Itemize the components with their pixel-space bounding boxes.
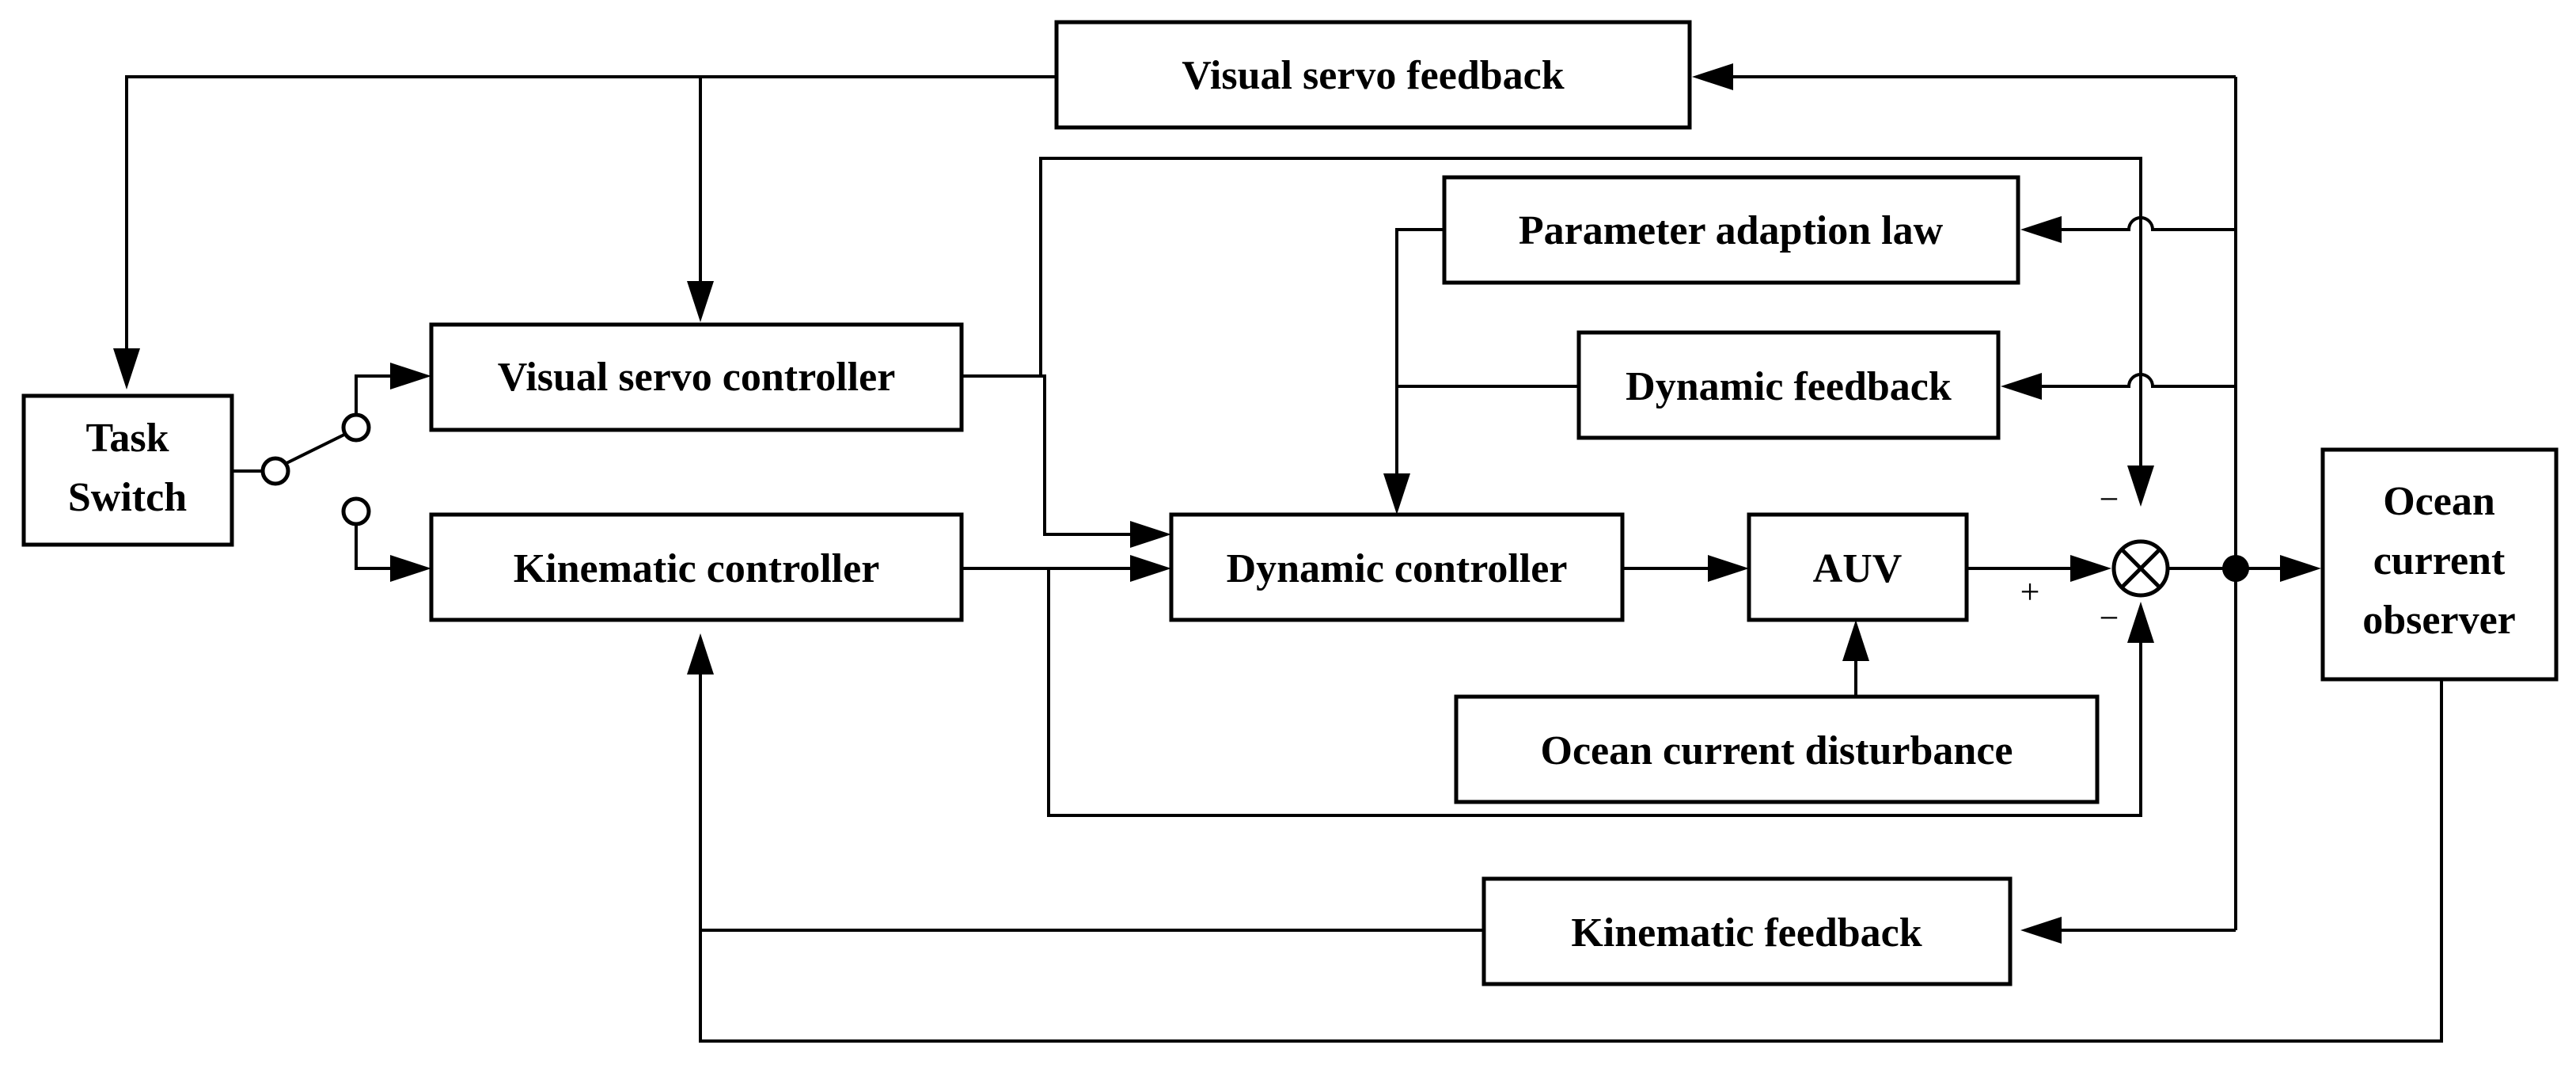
block-label: Ocean current disturbance — [1541, 728, 2013, 773]
wire-kin-ctrl-to-sum-bottom — [1047, 568, 2142, 817]
arrow-into-task-switch — [113, 348, 140, 390]
sum-sign-left: + — [2020, 572, 2040, 611]
sum-sign-top: − — [2100, 480, 2119, 519]
block-kinematic-controller: Kinematic controller — [429, 512, 964, 622]
block-label: Dynamic controller — [1227, 546, 1568, 591]
wire-bus-to-dyn-feedback — [2042, 373, 2236, 388]
switch-blade — [284, 432, 347, 466]
block-label-line2: current — [2373, 538, 2506, 583]
junctions — [260, 412, 2249, 582]
arrow-into-dyn-ctrl-lower — [1130, 555, 1171, 582]
arrow-into-param-law — [2020, 216, 2062, 243]
block-label: Kinematic feedback — [1571, 910, 1922, 956]
switch-pivot-contact — [260, 456, 290, 486]
switch-contact-lower — [341, 496, 371, 526]
arrow-into-sum-left — [2070, 555, 2111, 582]
wire-vsf-to-task-switch — [125, 75, 1057, 348]
block-label-line1: Task — [85, 416, 169, 461]
block-label: Visual servo controller — [498, 355, 896, 400]
wire-param-law-to-dyn-controller — [1395, 228, 1444, 507]
block-ocean-current-observer: Ocean current observer — [2320, 447, 2559, 682]
block-visual-servo-controller: Visual servo controller — [429, 322, 964, 432]
arrow-into-kin-ctrl-bottom — [687, 633, 714, 674]
wire-bus-to-param-law — [2058, 216, 2236, 231]
block-ocean-current-disturbance: Ocean current disturbance — [1454, 694, 2100, 804]
block-label: AUV — [1813, 546, 1903, 591]
switch-contact-upper — [341, 412, 371, 443]
block-auv: AUV — [1747, 512, 1969, 622]
block-label-line1: Ocean — [2383, 479, 2495, 524]
block-label-line2: Switch — [68, 475, 187, 520]
summing-junction — [2111, 539, 2170, 598]
arrow-into-auv — [1708, 555, 1749, 582]
arrow-into-vs-controller — [687, 281, 714, 322]
arrow-into-vs-ctrl-left — [390, 363, 431, 390]
arrow-into-vsf — [1692, 63, 1733, 90]
block-label-line3: observer — [2362, 598, 2515, 643]
arrow-into-auv-bottom — [1842, 620, 1869, 661]
block-task-switch: Task Switch — [21, 393, 234, 547]
arrow-into-kin-feedback — [2020, 917, 2062, 944]
arrow-into-observer — [2280, 555, 2321, 582]
arrow-into-dyn-feedback — [2001, 373, 2042, 400]
block-dynamic-controller: Dynamic controller — [1169, 512, 1625, 622]
arrow-into-dyn-ctrl-top — [1383, 473, 1410, 515]
wire-vs-ctrl-to-sum-top — [962, 157, 2142, 495]
arrow-into-dyn-ctrl-upper — [1130, 521, 1171, 548]
block-kinematic-feedback: Kinematic feedback — [1481, 876, 2013, 986]
arrowheads — [113, 63, 2321, 944]
block-parameter-adaption-law: Parameter adaption law — [1442, 175, 2020, 285]
block-visual-servo-feedback: Visual servo feedback — [1054, 20, 1692, 130]
wire-observer-to-kin-ctrl — [699, 681, 2443, 1043]
wire-vs-ctrl-to-dyn-ctrl — [1041, 374, 1159, 536]
block-label: Parameter adaption law — [1519, 208, 1944, 253]
arrow-into-sum-bottom — [2127, 602, 2154, 643]
block-label: Kinematic controller — [514, 546, 880, 591]
branch-point-dot — [2222, 555, 2249, 582]
arrow-into-sum-top — [2127, 466, 2154, 507]
block-dynamic-feedback: Dynamic feedback — [1576, 330, 2001, 440]
arrow-into-kin-ctrl-left — [390, 555, 431, 582]
block-label: Visual servo feedback — [1182, 53, 1564, 98]
wire-kin-feedback-to-kin-ctrl — [699, 645, 1484, 932]
block-label: Dynamic feedback — [1626, 364, 1952, 409]
sum-sign-bottom: − — [2100, 598, 2119, 637]
